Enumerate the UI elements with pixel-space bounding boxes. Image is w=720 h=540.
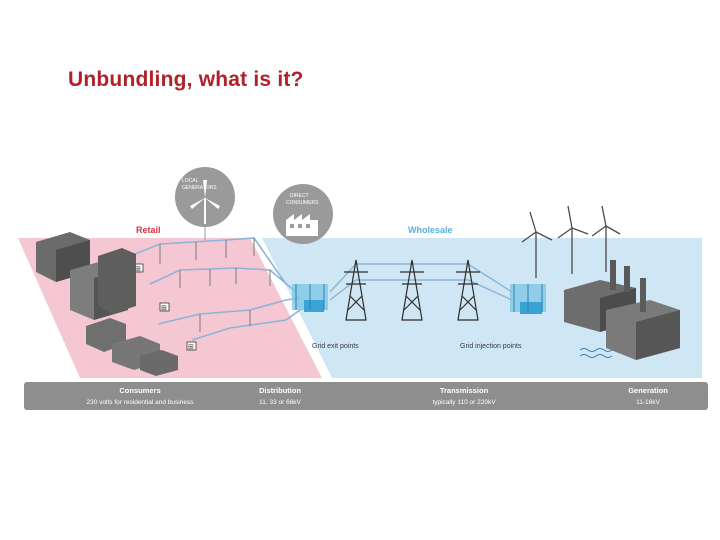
factory-icon — [286, 214, 318, 236]
pylon-2 — [400, 259, 424, 321]
svg-text:⊞: ⊞ — [188, 344, 194, 351]
pylon-3 — [456, 259, 480, 321]
legend-distribution: Distribution 11, 33 or 66kV — [259, 386, 302, 406]
svg-text:11-16kV: 11-16kV — [636, 399, 660, 406]
svg-text:⊞: ⊞ — [161, 305, 167, 312]
grid-exit-substation — [292, 284, 328, 312]
slide-title: Unbundling, what is it? — [68, 68, 304, 91]
meter-2: ⊞ — [159, 302, 170, 312]
svg-text:typically 110 or 220kV: typically 110 or 220kV — [432, 399, 496, 406]
legend-transmission: Transmission typically 110 or 220kV — [432, 386, 496, 406]
grid-exit-points-label: Grid exit points — [312, 343, 359, 350]
legend-consumers: Consumers 230 volts for residential and … — [87, 386, 195, 406]
distribution-poles — [159, 238, 271, 332]
meter-3: ⊞ — [186, 341, 197, 351]
water-waves — [579, 348, 613, 358]
wholesale-zone — [262, 238, 702, 378]
local-generators-line-2: GENERATORS — [182, 185, 217, 191]
local-generators-line-1: LOCAL — [182, 178, 199, 184]
grid-injection-points-label: Grid injection points — [460, 343, 522, 350]
wind-turbine-icon — [521, 205, 621, 278]
wind-turbine-icon — [190, 180, 220, 224]
svg-text:Transmission: Transmission — [440, 386, 489, 395]
svg-text:230 volts for residential and: 230 volts for residential and business — [87, 399, 195, 406]
direct-consumers-bubble: DIRECT CONSUMERS — [273, 184, 333, 244]
transmission-lines — [329, 263, 513, 301]
wholesale-label: Wholesale — [408, 225, 453, 235]
svg-text:Consumers: Consumers — [119, 386, 160, 395]
svg-text:Generation: Generation — [628, 386, 668, 395]
svg-text:⊞: ⊞ — [135, 266, 141, 273]
grid-injection-substation — [510, 284, 546, 314]
consumer-buildings — [36, 232, 178, 376]
svg-text:Distribution: Distribution — [259, 386, 301, 395]
power-grid-diagram: Retail Wholesale LOCAL GENERATORS DIRECT… — [18, 167, 708, 410]
legend-generation: Generation 11-16kV — [628, 386, 668, 406]
pylon-1 — [344, 259, 368, 321]
power-plant — [564, 260, 680, 360]
legend-bar — [24, 382, 708, 410]
retail-label: Retail — [136, 225, 161, 235]
local-generators-bubble: LOCAL GENERATORS — [175, 167, 235, 227]
direct-consumers-line-2: CONSUMERS — [286, 200, 319, 206]
direct-consumers-line-1: DIRECT — [290, 193, 309, 199]
svg-text:11, 33 or 66kV: 11, 33 or 66kV — [259, 399, 301, 406]
